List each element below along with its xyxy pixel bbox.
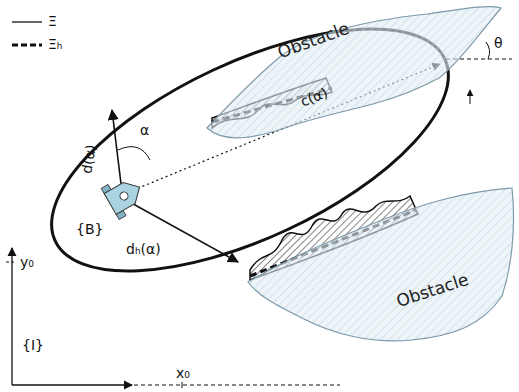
angle-arc — [118, 147, 150, 160]
obstacle-fill — [207, 7, 501, 138]
legend-solid-sample — [12, 21, 42, 22]
symbol-label: dₕ(α) — [126, 242, 161, 256]
symbol-label: {I} — [22, 338, 44, 352]
x-tick — [182, 382, 183, 388]
legend-label: Ξ — [48, 14, 57, 28]
robot — [101, 171, 148, 219]
obstacle-hatch — [207, 7, 501, 138]
x-guide — [134, 385, 340, 386]
legend-label: Ξₕ — [48, 37, 63, 51]
theta-arc — [486, 42, 490, 59]
obstacle-region: Obstacle — [262, 186, 519, 346]
x-axis — [12, 384, 132, 385]
symbol-label: α — [140, 123, 149, 137]
y-tick — [6, 262, 16, 263]
symbol-label: y₀ — [20, 255, 34, 269]
small-arrow — [470, 90, 471, 104]
symbol-label: θ — [494, 36, 503, 50]
symbol-label: x₀ — [176, 366, 190, 380]
y-axis — [11, 248, 12, 385]
legend-dashed-sample — [12, 44, 42, 47]
obstacle-fill — [248, 188, 514, 341]
obstacle-outline — [262, 186, 519, 346]
obstacle-outline — [195, 2, 505, 152]
distance-h-arrow — [126, 200, 238, 262]
obstacle-region: Obstacle — [195, 2, 505, 152]
symbol-label: {B} — [76, 222, 103, 236]
symbol-label: d(α) — [79, 143, 98, 174]
obstacle-hatch — [248, 188, 514, 341]
distance-arrow — [112, 110, 122, 192]
